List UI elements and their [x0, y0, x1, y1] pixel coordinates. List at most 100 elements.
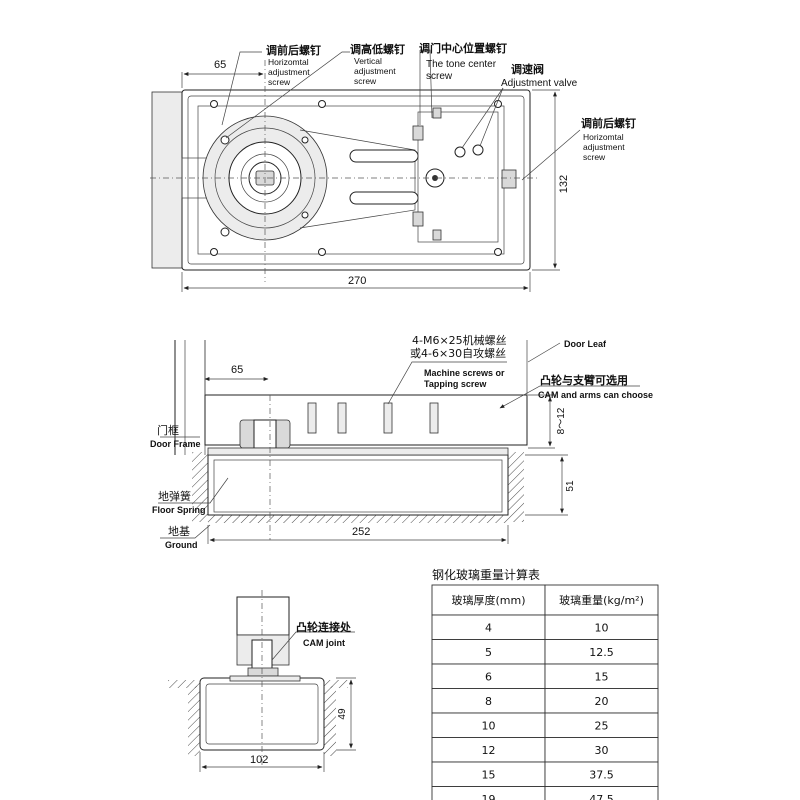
center-adjust-screw-head [432, 175, 438, 181]
side-view: 65 8～12 51 252 4-M6×25机械螺丝 或4-6×30自攻螺丝 M… [150, 333, 653, 550]
weight-value: 20 [595, 695, 609, 708]
screw-spec-en2: Tapping screw [424, 379, 487, 389]
side-dimension-65: 65 [231, 364, 243, 376]
plate-screw [318, 248, 326, 256]
weight-value-cell [544, 688, 659, 714]
thickness-value: 8 [485, 695, 492, 708]
thickness-value-cell [431, 737, 546, 763]
table-header: 玻璃厚度(mm) [451, 593, 525, 607]
door-frame-label-cn: 门框 [157, 423, 179, 437]
end-ground-right [324, 680, 348, 688]
slot-lower [349, 191, 419, 205]
rear-adjustment-screw [220, 135, 230, 145]
side-dimension-8-12: 8～12 [556, 407, 567, 434]
thickness-value: 4 [485, 621, 492, 634]
cam-label-en: CAM and arms can choose [538, 390, 653, 400]
slot-upper [349, 149, 419, 163]
leader-floor-spring [158, 477, 229, 504]
cam-joint-label-en: CAM joint [303, 638, 345, 648]
mounting-hole [301, 136, 309, 144]
table-header-cell [431, 584, 546, 616]
ground-hatch-left [192, 452, 208, 522]
cam-joint-label-cn: 凸轮连接处 [296, 620, 352, 634]
table-header: 玻璃重量(kg/m²) [559, 593, 644, 607]
leader-valve-2 [479, 87, 504, 147]
right-adjust-label-cn: 调前后螺钉 [581, 116, 636, 130]
leader-screw-spec [387, 361, 507, 405]
weight-value: 30 [595, 744, 609, 757]
cam-joint-base [247, 667, 279, 677]
floor-spring-box [207, 454, 509, 516]
screw-spec-cn2: 或4-6×30自攻螺丝 [410, 346, 506, 360]
cam-spindle [253, 419, 277, 449]
leader-door-leaf [527, 342, 561, 363]
door-leaf-label: Door Leaf [564, 339, 607, 349]
right-adjustment-screw [501, 169, 517, 189]
thickness-value: 10 [482, 719, 496, 732]
mounting-hole [301, 211, 309, 219]
plate-screw [210, 100, 218, 108]
floor-spring-label-cn: 地弹簧 [158, 489, 191, 503]
weight-value: 25 [595, 719, 609, 732]
end-floor-spring-box [199, 677, 325, 751]
plate-screw [318, 100, 326, 108]
fixing-screws [307, 402, 439, 434]
thickness-value: 19 [482, 793, 496, 800]
ground-hatch-right [508, 452, 524, 522]
weight-value-cell [544, 712, 659, 738]
plate-screw [210, 248, 218, 256]
bracket [412, 211, 424, 227]
end-dimension-49: 49 [337, 708, 348, 720]
weight-value: 37.5 [589, 768, 614, 781]
valve-block [417, 111, 499, 243]
door-leaf-end [236, 596, 290, 636]
table-header-cell [544, 584, 659, 616]
leader-cam-joint [271, 631, 355, 661]
center-adjust-label-en1: The tone center [426, 59, 497, 70]
speed-valve-1 [454, 146, 466, 158]
end-view: 49 102 凸轮连接处 CAM joint [168, 590, 356, 772]
leader-ground [160, 524, 211, 539]
bracket [412, 125, 424, 141]
rear-adjust-label-en2: adjustment [268, 67, 310, 77]
cover-plate-inner [187, 95, 525, 265]
leader-cam [499, 385, 640, 409]
bracket [432, 107, 442, 119]
mounting-hole [220, 227, 230, 237]
weight-value: 47.5 [589, 793, 614, 800]
speed-valve-2 [472, 144, 484, 156]
center-adjust-label-en2: screw [426, 71, 453, 82]
floor-spring-label-en: Floor Spring [152, 505, 206, 515]
door-frame-label-en: Door Frame [150, 439, 201, 449]
ground-hatch-bottom [208, 515, 508, 523]
dimension-132: 132 [558, 175, 570, 193]
side-dimension-252: 252 [352, 526, 370, 538]
screw-spec-cn1: 4-M6×25机械螺丝 [412, 333, 507, 347]
rear-adjust-label-en1: Horizomtal [268, 57, 309, 67]
thickness-value: 15 [482, 768, 496, 781]
weight-value: 12.5 [589, 646, 614, 659]
height-adjust-label-en1: Vertical [354, 56, 382, 66]
floor-spring-cover [207, 447, 509, 456]
weight-value: 15 [595, 670, 609, 683]
leader-height-adjust [225, 51, 350, 139]
weight-value-cell [544, 786, 659, 800]
end-dimension-102: 102 [250, 754, 268, 766]
thickness-value-cell [431, 663, 546, 689]
ground-label-en: Ground [165, 540, 198, 550]
thickness-value: 12 [482, 744, 496, 757]
left-mounting-tab [151, 91, 183, 269]
speed-valve-label-cn: 调速阀 [511, 62, 544, 76]
thickness-value-cell [431, 761, 546, 787]
cam-label-cn: 凸轮与支臂可选用 [540, 373, 628, 387]
rear-adjust-label-cn: 调前后螺钉 [266, 43, 321, 57]
right-adjust-label-en1: Horizomtal [583, 132, 624, 142]
weight-value-cell [544, 663, 659, 689]
top-view: 65 270 132 调前后螺钉 Horizomtal adjustment s… [150, 41, 636, 292]
end-ground-left [168, 680, 200, 688]
table-title: 钢化玻璃重量计算表 [432, 567, 540, 582]
leader-rear-adjust [221, 51, 262, 126]
side-dimension-51: 51 [565, 480, 576, 492]
weight-value-cell [544, 737, 659, 763]
thickness-value-cell [431, 614, 546, 640]
